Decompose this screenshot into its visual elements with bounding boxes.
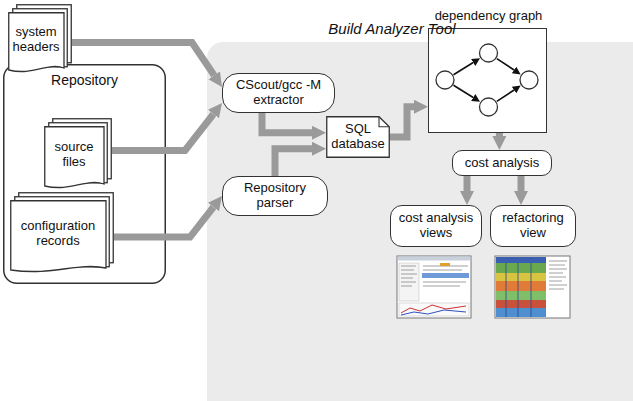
flow-arrow <box>114 207 213 237</box>
text-area: CScout/gcc -M extractor <box>223 74 334 112</box>
node-label: system headers <box>10 25 62 55</box>
node-label: configuration records <box>12 219 104 249</box>
screenshot-stripes <box>506 263 531 317</box>
node-label: SQL database <box>328 122 388 152</box>
process-box: cost analysis <box>452 150 552 176</box>
view-box: refactoring view <box>490 205 576 247</box>
text-area: system headers <box>8 12 64 68</box>
screenshot-frame <box>397 256 471 318</box>
node-label: refactoring view <box>495 211 571 241</box>
screenshot-plot <box>401 305 466 313</box>
graph-vertex <box>520 71 538 89</box>
screenshot-band <box>496 263 546 273</box>
front-page <box>45 127 104 188</box>
graph-edge <box>497 59 514 70</box>
screenshot-band <box>496 308 546 317</box>
screenshot-band <box>496 300 546 308</box>
repository-group: source files configuration records Reposit… <box>3 64 166 284</box>
cost-analysis-screenshot <box>397 256 471 318</box>
document-stack: configuration records <box>10 192 114 274</box>
document-stack: source files <box>44 118 112 190</box>
text-area: configuration records <box>10 200 106 268</box>
screenshot-frame <box>495 256 570 318</box>
flow-arrow <box>518 176 525 191</box>
graph-edge <box>453 62 473 74</box>
flow-arrow <box>275 149 312 176</box>
screenshot-mark <box>440 263 450 266</box>
screenshot-band <box>496 273 546 281</box>
screenshot-highlight <box>422 273 469 278</box>
graph-illustration <box>429 29 548 134</box>
flow-arrow <box>496 133 503 136</box>
flow-arrow <box>262 113 312 133</box>
front-page <box>11 201 106 272</box>
screenshot-pane <box>399 263 419 301</box>
text-area: SQL database <box>326 116 390 158</box>
screenshot-band <box>496 281 546 291</box>
process-box: CScout/gcc -M extractor <box>222 73 335 113</box>
text-area: refactoring view <box>491 206 575 246</box>
text-area: source files <box>44 126 104 184</box>
node-label: cost analysis <box>465 156 539 171</box>
screenshot-rows <box>401 266 468 286</box>
text-area: cost analysis <box>453 151 551 175</box>
screenshot-band <box>496 257 546 263</box>
text-area: Repository <box>3 70 166 90</box>
flow-arrow <box>112 114 213 150</box>
folded-corner <box>379 117 389 127</box>
graph-edge <box>497 90 514 101</box>
node-label: CScout/gcc -M extractor <box>227 78 330 108</box>
screenshot-plot <box>401 310 466 315</box>
flow-arrow <box>390 107 414 137</box>
flow-arrow <box>464 176 471 191</box>
panel-background <box>207 42 633 401</box>
group-outline <box>4 65 166 284</box>
view-box: cost analysis views <box>390 205 482 247</box>
document-stack: system headers <box>8 4 72 74</box>
database-document: SQL database <box>326 116 390 158</box>
front-page <box>9 13 64 72</box>
text-area: Repository parser <box>223 177 327 215</box>
graph-vertex <box>480 44 498 62</box>
panel-title: Build Analyzer Tool <box>328 20 455 37</box>
document-page <box>327 117 390 158</box>
node-label: Repository parser <box>227 181 323 211</box>
screenshot-band <box>496 291 546 300</box>
text-area: cost analysis views <box>391 206 481 246</box>
flow-arrow <box>72 43 214 76</box>
group-label: Repository <box>51 72 118 88</box>
refactoring-screenshot <box>495 256 570 318</box>
graph-vertex <box>436 71 454 89</box>
screenshot-titlebar <box>398 257 471 261</box>
screenshot-rows <box>549 261 567 289</box>
process-box: Repository parser <box>222 176 328 216</box>
screenshot-chart <box>399 303 469 316</box>
node-label: cost analysis views <box>395 211 477 241</box>
graph-box: dependency graph <box>428 28 547 133</box>
graph-vertex <box>480 98 498 116</box>
node-label: source files <box>46 140 102 170</box>
graph-edge <box>453 85 473 97</box>
tool-panel: CScout/gcc -M extractorSQL databaseRepos… <box>207 42 633 401</box>
